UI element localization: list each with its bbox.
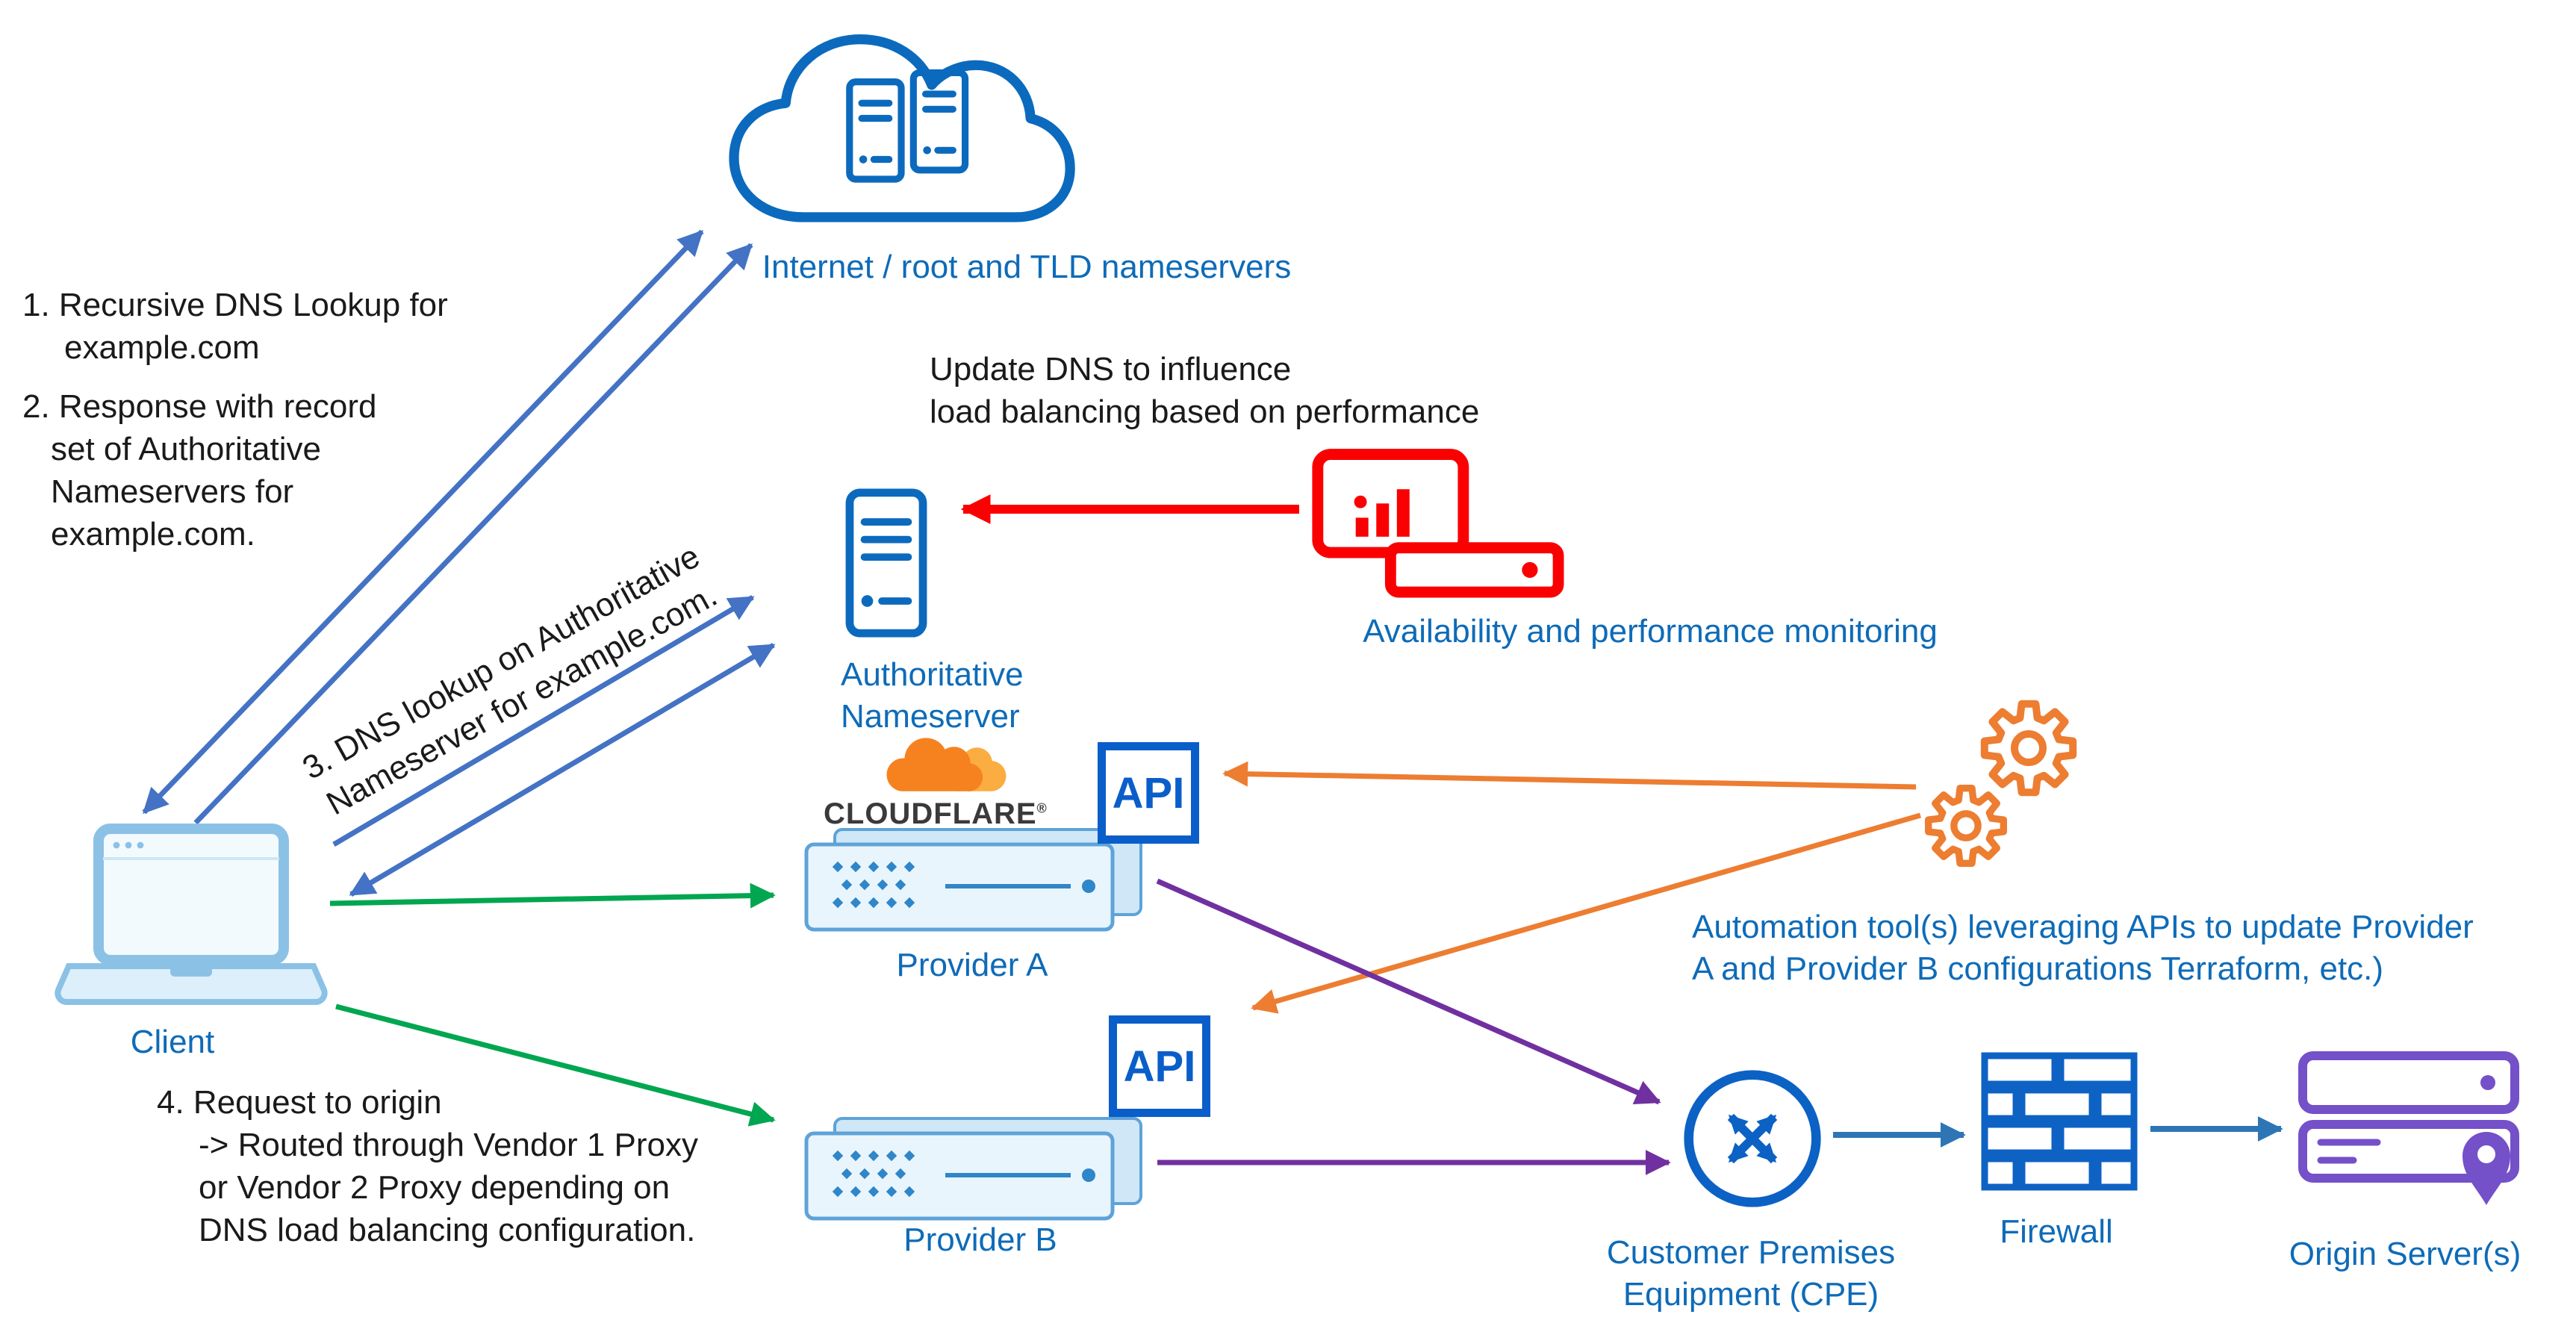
api-badge-b: API	[1109, 1015, 1210, 1117]
server-rack-icon	[909, 69, 969, 174]
label-line: Nameserver	[841, 698, 1020, 735]
note-line: example.com	[64, 329, 260, 366]
label-line: Equipment (CPE)	[1623, 1276, 1879, 1313]
origin-server-icon	[2298, 1051, 2519, 1205]
note-line: DNS load balancing configuration.	[199, 1212, 696, 1248]
label-line: Customer Premises	[1606, 1234, 1896, 1271]
registered-mark: ®	[1036, 800, 1048, 816]
appliance-icon-b	[804, 1117, 1142, 1221]
note-line: 1. Recursive DNS Lookup for	[22, 287, 448, 323]
gears-icon	[1915, 694, 2087, 881]
note-line: Update DNS to influence	[930, 351, 1292, 388]
appliance-icon-a	[804, 828, 1142, 932]
cloudflare-logo: CLOUDFLARE®	[824, 797, 1047, 831]
update-dns-note: Update DNS to influence load balancing b…	[930, 348, 1479, 433]
label-line: Authoritative	[841, 656, 1024, 693]
note-line: example.com.	[51, 516, 255, 553]
server-tower-icon	[845, 488, 927, 638]
arrow-client-provider-b	[335, 1003, 776, 1127]
api-badge-a: API	[1098, 742, 1199, 844]
arrow-automation-api-a	[1222, 761, 1917, 790]
monitoring-label: Availability and performance monitoring	[1363, 613, 1938, 650]
client-label: Client	[130, 1024, 215, 1060]
note-line: -> Routed through Vendor 1 Proxy	[199, 1127, 698, 1163]
step2-note: 2. Response with record set of Authorita…	[22, 385, 376, 555]
gear-small	[1929, 788, 2004, 864]
note-line: Nameservers for	[51, 473, 294, 510]
map-pin-icon	[2463, 1132, 2510, 1205]
step1-note: 1. Recursive DNS Lookup for example.com	[22, 284, 448, 369]
note-line: or Vendor 2 Proxy depending on	[199, 1169, 671, 1206]
cloudflare-wordmark: CLOUDFLARE	[824, 797, 1037, 830]
internet-label: Internet / root and TLD nameservers	[762, 249, 1292, 285]
note-line: 4. Request to origin	[157, 1084, 442, 1121]
step4-note: 4. Request to origin -> Routed through V…	[157, 1081, 698, 1251]
automation-note: Automation tool(s) leveraging APIs to up…	[1692, 906, 2474, 990]
cloudflare-cloud-icon	[886, 738, 1007, 791]
monitoring-icon	[1312, 449, 1564, 598]
note-line: load balancing based on performance	[930, 393, 1480, 430]
internet-cloud-icon	[729, 34, 1075, 222]
note-line: Automation tool(s) leveraging APIs to up…	[1692, 909, 2474, 945]
authoritative-nameserver-label: Authoritative Nameserver	[841, 654, 1024, 738]
arrow-root-response	[193, 243, 753, 825]
arrow-recursive-lookup	[142, 229, 704, 815]
provider-b-label: Provider B	[903, 1221, 1057, 1258]
arrow-auth-response	[349, 642, 776, 897]
router-icon	[1684, 1070, 1821, 1207]
firewall-label: Firewall	[2000, 1213, 2113, 1250]
provider-a-label: Provider A	[896, 947, 1048, 983]
note-line: A and Provider B configurations Terrafor…	[1692, 950, 2384, 987]
origin-label: Origin Server(s)	[2289, 1236, 2521, 1272]
arrow-automation-api-b	[1251, 812, 1921, 1014]
arrow-client-provider-a	[329, 883, 776, 909]
server-rack-icon	[846, 78, 905, 183]
arrow-provider-a-cpe	[1156, 878, 1661, 1105]
cpe-label: Customer Premises Equipment (CPE)	[1587, 1232, 1915, 1316]
note-line: set of Authoritative	[51, 431, 321, 467]
firewall-icon	[1981, 1052, 2138, 1191]
note-line: 2. Response with record	[22, 388, 377, 425]
laptop-icon	[55, 824, 328, 1005]
gear-large	[1985, 704, 2073, 792]
